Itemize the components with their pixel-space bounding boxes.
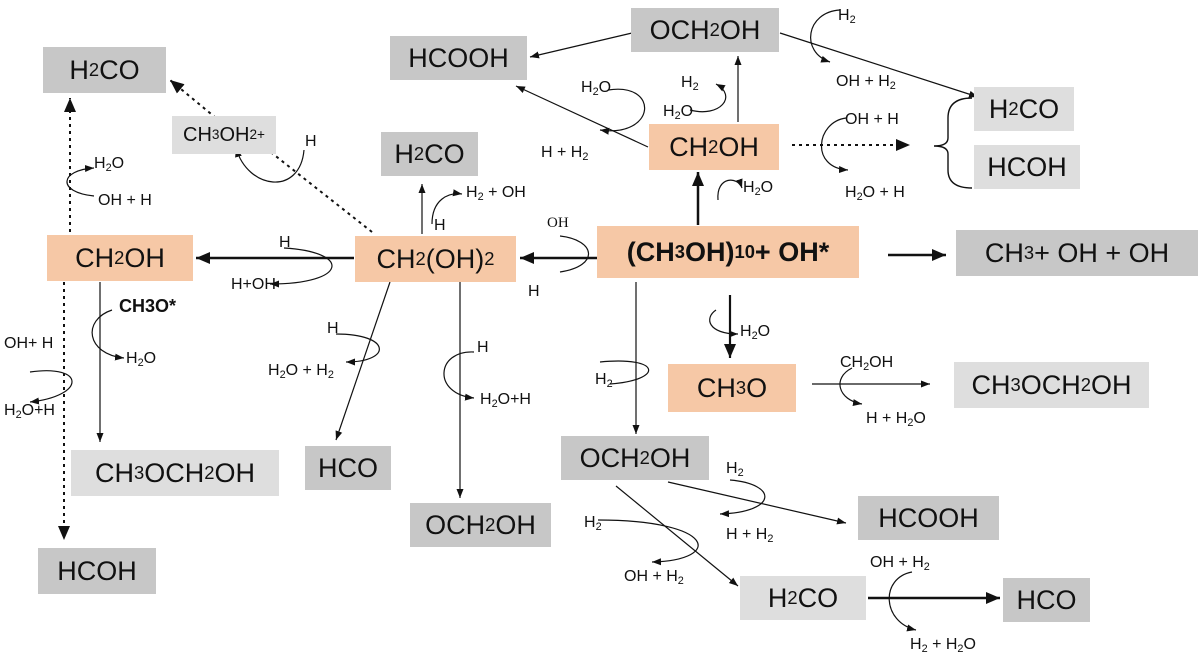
arrow-och2oh-to-h2co-right: [779, 32, 979, 98]
label-h2o-h2-hco: H2O + H2: [268, 362, 334, 382]
label-h2o-h-right: H2O + H: [845, 184, 905, 204]
hcoh-right-node: HCOH: [974, 145, 1080, 189]
curl-oh-h-farleft: [29, 370, 73, 405]
label-oh-h-farleft: OH+ H: [4, 335, 54, 352]
curl-oh-central: [559, 235, 589, 273]
label-h2o-ch3o-left: H2O: [126, 350, 157, 370]
brace: [933, 97, 973, 189]
curl-h2-h2co: [597, 519, 699, 566]
label-h-mid-small: H: [434, 217, 446, 234]
arrow-ch3oh2plus-to-h2co: [169, 79, 217, 119]
label-h2o-arc-top: H2O: [581, 79, 612, 99]
arrow-och2oh-mid-to-hcooh: [667, 481, 847, 525]
label-h2-oh-mid: H2 + OH: [466, 184, 526, 204]
hcooh-top-node: HCOOH: [390, 36, 527, 80]
curl-h2-oh-mid: [431, 189, 463, 225]
curl-ch3o-star: [91, 309, 125, 361]
label-h-h2-hcooh: H + H2: [726, 526, 774, 546]
label-h-h2o-ch3o: H + H2O: [866, 410, 926, 430]
arrow-ch2oh-top-to-hcooh: [515, 85, 649, 148]
label-h2o-h-och2oh: H2O+H: [480, 391, 531, 411]
curl-h2o-central: [717, 178, 743, 201]
curl-ch2oh-small: [839, 367, 863, 406]
label-h-ch3oh2plus: H: [305, 133, 317, 150]
label-oh-h2-h2co: OH + H2: [624, 568, 684, 588]
label-ch3o-star: CH3O*: [119, 296, 177, 316]
label-h2o-central-up: H2O: [743, 179, 774, 199]
curl-h2o-arc-top: [599, 88, 646, 135]
curl-h-ch3oh2plus: [235, 147, 305, 183]
label-h2o-ch3o: H2O: [740, 323, 771, 343]
label-h2-down: H2: [595, 371, 613, 391]
label-h-central: H: [528, 283, 540, 300]
label-h2-h2co: H2: [584, 514, 602, 534]
label-h-oh-leftarrow: H+OH: [231, 276, 276, 293]
curl-h2-top: [810, 9, 841, 63]
label-ch2oh-small: CH2OH: [840, 354, 894, 374]
label-h2o-leftup: H2O: [94, 155, 125, 175]
label-h2-hcooh: H2: [726, 460, 744, 480]
label-h2o-h-farleft: H2O+H: [4, 402, 55, 422]
curl-h2o-upper: [689, 83, 727, 113]
curl-h-och2oh: [443, 351, 475, 401]
arrow-och2oh-mid-to-h2co: [615, 485, 739, 587]
label-h2-upper: H2: [681, 74, 699, 94]
arrow-och2oh-to-hcooh: [529, 32, 633, 59]
curl-h-leftarrow: [269, 247, 333, 288]
curl-h2o-leftup: [66, 165, 95, 197]
label-oh-central: OH: [547, 215, 569, 231]
label-oh-h-leftup: OH + H: [98, 192, 152, 209]
label-oh-h2-top: OH + H2: [836, 73, 896, 93]
curl-h2o-ch3o: [709, 309, 739, 338]
curl-h2-down: [599, 360, 650, 385]
label-h2-h2o-hco: H2 + H2O: [910, 636, 976, 656]
hcoh-left-node: HCOH: [38, 548, 156, 594]
label-h-hco: H: [327, 320, 339, 337]
curl-oh-h2-hco: [888, 571, 917, 632]
label-oh-h-right: OH + H: [845, 111, 899, 128]
hcooh-bottom-node: HCOOH: [858, 496, 999, 540]
curl-h2-hcooh: [719, 479, 766, 518]
label-h2o-upper: H2O: [663, 103, 694, 123]
hco-mid-node: HCO: [305, 446, 391, 490]
label-oh-h2-hco: OH + H2: [870, 554, 930, 574]
label-h-och2oh: H: [477, 339, 489, 356]
label-h-leftarrow: H: [279, 234, 291, 251]
label-h-h2-arc-top: H + H2: [541, 144, 589, 164]
curl-oh-h-right: [820, 117, 849, 174]
curl-h-hco: [335, 333, 380, 366]
hco-bottom-node: HCO: [1003, 578, 1090, 622]
arrow-ch2oh2-to-ch3oh2plus: [267, 149, 373, 233]
label-h2-top: H2: [838, 7, 856, 27]
